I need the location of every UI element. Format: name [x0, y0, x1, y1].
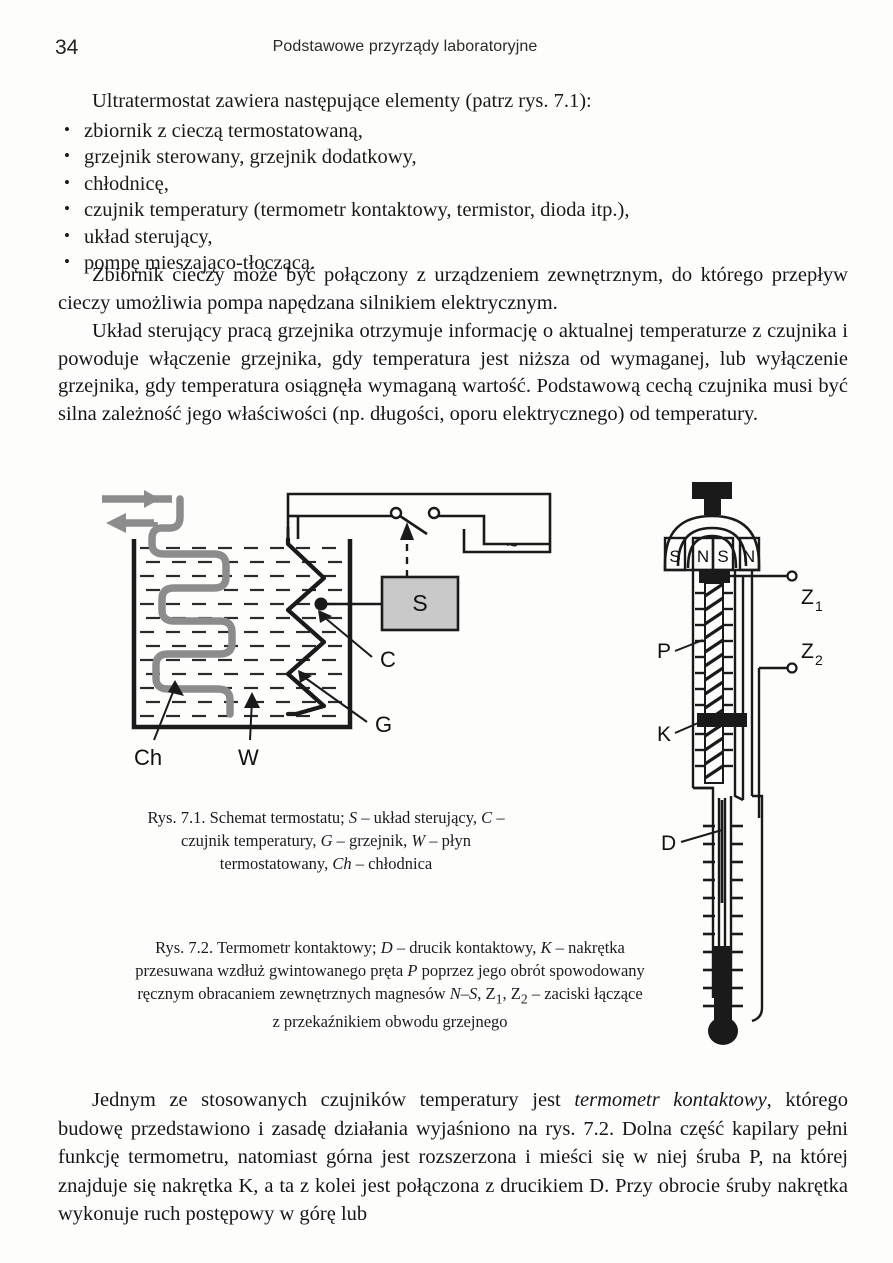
emphasis-contact-thermometer: termometr kontaktowy — [574, 1089, 767, 1111]
page-header: 34 Podstawowe przyrządy laboratoryjne — [55, 36, 845, 62]
rod-collar — [699, 570, 730, 583]
switch-contacts — [389, 506, 441, 520]
caption-sub-2: 2 — [520, 991, 528, 1007]
caption-text: – zaciski łączące — [527, 984, 643, 1003]
paragraph-text: , którego budowę przedstawiono i zasadę … — [58, 1089, 849, 1225]
caption-text: – drucik kontaktowy, — [392, 938, 541, 957]
list-item: pompę mieszająco-tłoczącą. — [58, 249, 848, 276]
temperature-sensor — [314, 597, 382, 611]
running-title: Podstawowe przyrządy laboratoryjne — [272, 38, 538, 55]
list-item: chłodnicę, — [58, 170, 848, 197]
list-item: zbiornik z cieczą termostatowaną, — [58, 117, 848, 144]
label-terminal-z2-sub: 2 — [815, 652, 823, 668]
caption-text: Rys. 7.2. Termometr kontaktowy; — [155, 938, 381, 957]
paragraph-reservoir: Zbiornik cieczy może być połączony z urz… — [58, 264, 848, 314]
contact-wire-group: D — [661, 800, 724, 903]
caption-text: – chłodnica — [351, 854, 433, 873]
terminal-z1: Z 1 — [730, 570, 823, 614]
ac-source-symbol: ~ — [506, 535, 518, 557]
paragraph-text: Jednym ze stosowanych czujników temperat… — [92, 1089, 575, 1111]
label-rod-group: P — [657, 639, 704, 663]
label-sensor: C — [380, 647, 396, 672]
label-terminal-z1-sub: 1 — [815, 598, 823, 614]
control-unit-box: S — [380, 575, 460, 632]
label-nut: K — [657, 723, 671, 746]
label-rod: P — [657, 640, 671, 663]
caption-figure-72: Rys. 7.2. Termometr kontaktowy; D – druc… — [70, 936, 710, 1033]
caption-text: , Z — [477, 984, 496, 1003]
cooling-coil — [102, 490, 236, 718]
label-fluid: W — [238, 745, 259, 770]
threaded-rod — [695, 582, 733, 784]
caption-symbol-g: G — [320, 831, 333, 850]
label-nut-group: K — [657, 719, 706, 746]
liquid-hatch — [140, 546, 342, 718]
caption-text: – układ sterujący, — [357, 808, 482, 827]
caption-symbol-p: P — [407, 961, 418, 980]
caption-symbol-k: K — [540, 938, 552, 957]
caption-symbol-w: W — [411, 831, 426, 850]
caption-text: z przekaźnikiem obwodu grzejnego — [272, 1012, 508, 1032]
label-coolant: Ch — [134, 745, 162, 770]
mains-circuit — [286, 492, 552, 554]
caption-text: – grzejnik, — [332, 831, 412, 850]
terminal-z2: Z 2 — [757, 640, 823, 818]
caption-text: czujnik temperatury, — [181, 831, 321, 850]
caption-symbol-ch: Ch — [332, 854, 352, 873]
caption-figure-71: Rys. 7.1. Schemat termostatu; S – układ … — [96, 806, 556, 875]
heater-element — [285, 527, 327, 717]
paragraph-control-system: Układ sterujący pracą grzejnika otrzymuj… — [58, 320, 848, 425]
figure-thermostat-schematic: S — [92, 482, 562, 792]
label-terminal-z1: Z — [801, 586, 814, 609]
figure-leaders — [153, 616, 373, 741]
temperature-scale-ticks — [703, 824, 743, 1008]
label-heater: G — [375, 712, 392, 737]
control-signal-line — [400, 522, 414, 577]
figure-contact-thermometer: S N S N — [655, 478, 890, 1058]
caption-symbol-d: D — [380, 938, 393, 957]
caption-text: przesuwana wzdłuż gwintowanego pręta — [135, 961, 408, 980]
label-terminal-z2: Z — [801, 640, 814, 663]
caption-symbol-s: S — [348, 808, 358, 827]
caption-sub-1: 1 — [495, 991, 503, 1007]
list-item: czujnik temperatury (termometr kontaktow… — [58, 196, 848, 223]
label-magnet-pole-1: S — [669, 547, 680, 566]
arrowheads — [168, 610, 332, 708]
paragraph-contact-thermometer: Jednym ze stosowanych czujników temperat… — [58, 1086, 848, 1229]
caption-text: poprzez jego obrót spowodowany — [417, 961, 645, 980]
adjustment-knob — [692, 482, 732, 515]
internal-wiring — [741, 570, 754, 800]
label-magnet-pole-3: S — [717, 547, 728, 566]
label-contact-wire: D — [661, 832, 676, 855]
caption-symbol-ns: N–S — [449, 984, 478, 1003]
label-magnet-pole-4: N — [743, 547, 755, 566]
tank-outline — [131, 539, 353, 730]
caption-text: – — [492, 808, 505, 827]
page-number: 34 — [55, 36, 79, 59]
caption-text: – nakrętka — [551, 938, 625, 957]
lead-in-sentence: Ultratermostat zawiera następujące eleme… — [92, 90, 592, 112]
caption-text: termostatowany, — [219, 854, 333, 873]
svg-text:~: ~ — [506, 535, 518, 557]
caption-symbol-c: C — [481, 808, 493, 827]
caption-text: – płyn — [425, 831, 471, 850]
element-list: zbiornik z cieczą termostatowaną, grzejn… — [58, 117, 848, 276]
caption-text: , Z — [502, 984, 521, 1003]
mercury-column — [708, 946, 738, 1045]
list-item: układ sterujący, — [58, 223, 848, 250]
list-item: grzejnik sterowany, grzejnik dodatkowy, — [58, 143, 848, 170]
caption-text: Rys. 7.1. Schemat termostatu; — [147, 808, 349, 827]
label-magnet-pole-2: N — [697, 547, 709, 566]
magnet-poles: S N S N — [663, 536, 761, 572]
sliding-nut — [697, 713, 747, 727]
caption-text: ręcznym obracaniem zewnętrznych magnesów — [137, 984, 450, 1003]
label-control-unit: S — [412, 590, 427, 616]
